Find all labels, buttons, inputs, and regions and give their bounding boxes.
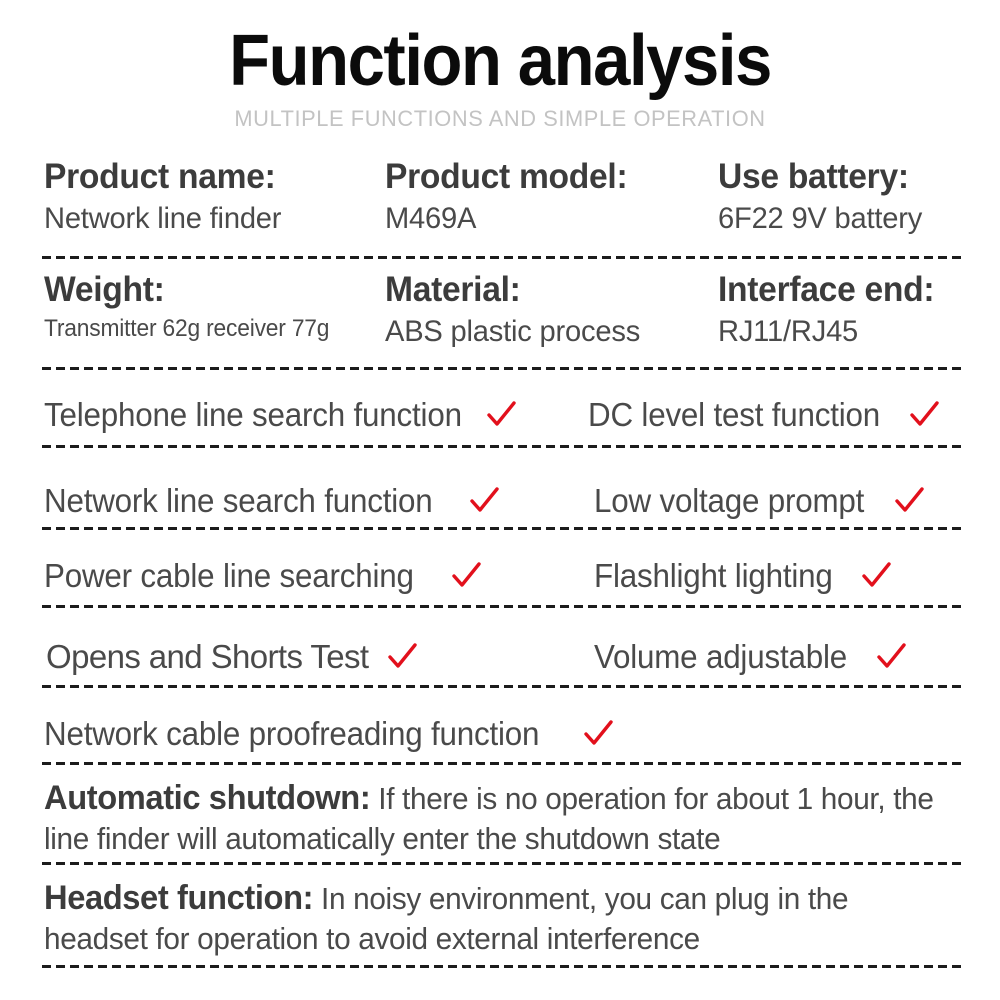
feature-dc-level-test: DC level test function	[588, 393, 941, 437]
feature-opens-and-shorts-test: Opens and Shorts Test	[46, 635, 419, 679]
headset-function-text: Headset function: In noisy environment, …	[44, 878, 959, 959]
dashed-separator	[42, 605, 962, 608]
feature-network-cable-proofreading: Network cable proofreading function	[44, 712, 615, 756]
dashed-separator	[42, 445, 962, 448]
feature-telephone-line-search: Telephone line search function	[44, 393, 518, 437]
feature-label: Flashlight lighting	[594, 557, 833, 594]
check-mark-icon	[449, 559, 483, 593]
feature-row: Opens and Shorts Test Volume adjustable	[0, 627, 1000, 706]
spec-label: Product model:	[385, 157, 628, 196]
feature-network-line-search: Network line search function	[44, 479, 501, 523]
spec-value: Network line finder	[44, 202, 282, 235]
page-title: Function analysis	[229, 21, 772, 101]
feature-row: Telephone line search function DC level …	[0, 390, 1000, 469]
spec-label: Interface end:	[718, 270, 935, 309]
spec-value: RJ11/RJ45	[718, 315, 859, 348]
headset-function-body: In noisy environment, you can plug in th…	[44, 881, 849, 956]
spec-label: Product name:	[44, 157, 276, 196]
spec-cell-material: Material: ABS plastic process	[385, 268, 648, 352]
feature-label: Power cable line searching	[44, 557, 414, 594]
feature-label: Telephone line search function	[44, 396, 462, 433]
automatic-shutdown-body: If there is no operation for about 1 hou…	[44, 781, 934, 856]
automatic-shutdown-block: Automatic shutdown: If there is no opera…	[44, 778, 960, 859]
page-header: Function analysis MULTIPLE FUNCTIONS AND…	[0, 0, 1000, 132]
check-mark-icon	[892, 484, 926, 518]
check-mark-icon	[859, 559, 893, 593]
feature-flashlight-lighting: Flashlight lighting	[594, 554, 893, 598]
specification-table: Product name: Network line finder Produc…	[0, 155, 1000, 357]
spec-value: M469A	[385, 202, 477, 235]
spec-cell-product-name: Product name: Network line finder	[44, 155, 289, 239]
spec-value: 6F22 9V battery	[718, 202, 923, 235]
page-subtitle: MULTIPLE FUNCTIONS AND SIMPLE OPERATION	[234, 106, 766, 131]
spec-row: Weight: Transmitter 62g receiver 77g Mat…	[0, 256, 1000, 357]
check-mark-icon	[907, 398, 941, 432]
spec-value: Transmitter 62g receiver 77g	[44, 315, 330, 342]
feature-row: Network line search function Low voltage…	[0, 469, 1000, 548]
spec-cell-product-model: Product model: M469A	[385, 155, 637, 239]
spec-cell-use-battery: Use battery: 6F22 9V battery	[718, 155, 928, 239]
dashed-separator	[42, 762, 962, 765]
feature-row: Network cable proofreading function	[0, 706, 1000, 785]
headset-function-block: Headset function: In noisy environment, …	[44, 878, 960, 959]
feature-label: Opens and Shorts Test	[46, 638, 369, 675]
check-mark-icon	[874, 640, 908, 674]
dashed-separator	[42, 965, 962, 968]
automatic-shutdown-text: Automatic shutdown: If there is no opera…	[44, 778, 959, 859]
feature-row: Power cable line searching Flashlight li…	[0, 548, 1000, 627]
feature-label: Network line search function	[44, 482, 433, 519]
headset-function-label: Headset function:	[44, 879, 314, 917]
check-mark-icon	[385, 640, 419, 674]
spec-label: Use battery:	[718, 157, 909, 196]
dashed-separator	[42, 685, 962, 688]
feature-label: Low voltage prompt	[594, 482, 865, 519]
automatic-shutdown-label: Automatic shutdown:	[44, 779, 371, 817]
feature-power-cable-line-searching: Power cable line searching	[44, 554, 483, 598]
spec-row: Product name: Network line finder Produc…	[0, 155, 1000, 256]
spec-label: Weight:	[44, 270, 165, 309]
spec-cell-weight: Weight: Transmitter 62g receiver 77g	[44, 268, 344, 346]
check-mark-icon	[581, 717, 615, 751]
check-mark-icon	[484, 398, 518, 432]
feature-label: DC level test function	[588, 396, 881, 433]
feature-volume-adjustable: Volume adjustable	[594, 635, 908, 679]
spec-value: ABS plastic process	[385, 315, 641, 348]
dashed-separator	[42, 527, 962, 530]
feature-low-voltage-prompt: Low voltage prompt	[594, 479, 926, 523]
feature-label: Volume adjustable	[594, 638, 847, 675]
feature-list: Telephone line search function DC level …	[0, 390, 1000, 785]
feature-label: Network cable proofreading function	[44, 715, 540, 752]
spec-label: Material:	[385, 270, 521, 309]
check-mark-icon	[467, 484, 501, 518]
dashed-separator	[42, 256, 962, 259]
dashed-separator	[42, 862, 962, 865]
spec-cell-interface-end: Interface end: RJ11/RJ45	[718, 268, 943, 352]
dashed-separator	[42, 367, 962, 370]
